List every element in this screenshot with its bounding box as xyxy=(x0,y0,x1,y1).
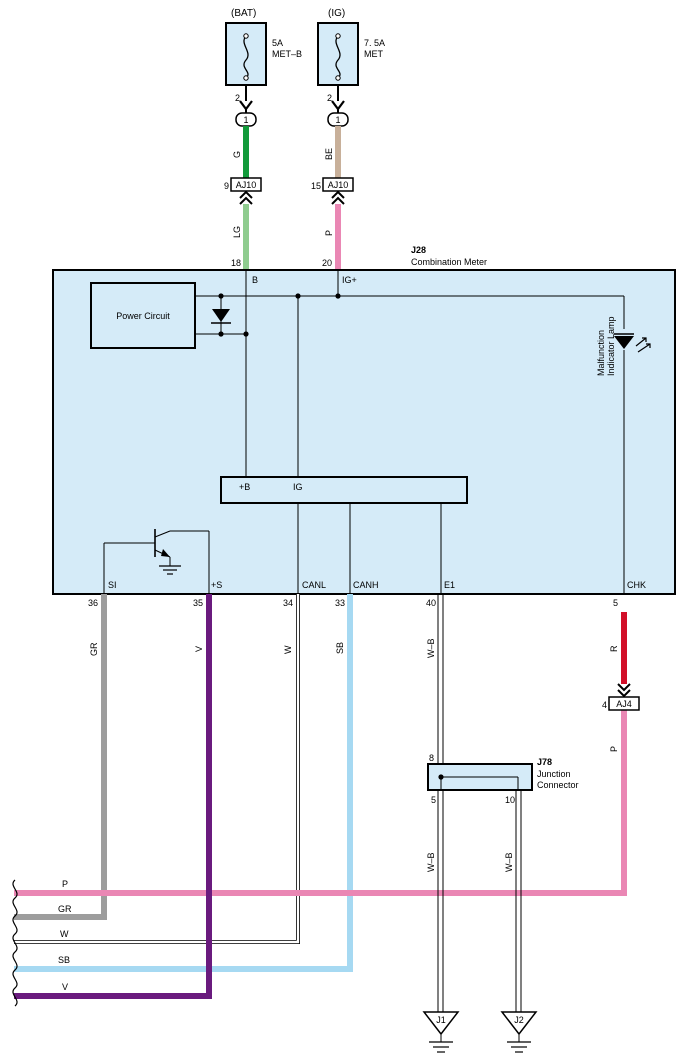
internal-wiring xyxy=(103,271,625,594)
svg-text:15: 15 xyxy=(311,181,321,191)
junction-id: J78 xyxy=(537,757,552,767)
svg-text:9: 9 xyxy=(224,181,229,191)
pin-35: 35 xyxy=(193,598,203,608)
ground-j2-icon: J2 xyxy=(500,1011,538,1053)
meter-ic-block xyxy=(220,476,468,504)
wire-label-r: R xyxy=(609,645,619,652)
wire-label-w: W xyxy=(283,645,293,654)
wire-p-bus xyxy=(14,708,627,896)
meter-name: Combination Meter xyxy=(411,257,487,267)
wire-label-be: BE xyxy=(324,148,334,160)
connector-aj10-right: 15 AJ10 xyxy=(311,177,354,205)
power-circuit-label: Power Circuit xyxy=(116,311,170,321)
pin-5: 5 xyxy=(613,598,618,608)
fuse-source-ig: (IG) xyxy=(328,8,345,19)
transistor-icon xyxy=(154,529,209,575)
lamp-label-2: Indicator Lamp xyxy=(606,316,616,376)
chevron-up-icon xyxy=(239,190,253,205)
term-chk: CHK xyxy=(627,580,646,590)
wire-r xyxy=(621,612,627,684)
pin-33: 33 xyxy=(335,598,345,608)
svg-text:1: 1 xyxy=(243,115,248,125)
wire-label-lg: LG xyxy=(232,226,242,238)
fuse-pin-left: 2 xyxy=(235,93,240,103)
pin-40: 40 xyxy=(426,598,436,608)
wire-w xyxy=(14,594,300,944)
wire-g xyxy=(243,126,249,178)
term-si: SI xyxy=(108,580,117,590)
wire-p-ig xyxy=(335,204,341,270)
wire-e1-wb xyxy=(437,594,444,764)
connector-aj4: 4 AJ4 xyxy=(602,696,640,711)
junction-pin-5: 5 xyxy=(431,795,436,805)
wire-label-p-chk: P xyxy=(609,746,619,752)
fuse-source-bat: (BAT) xyxy=(231,8,256,19)
chevron-up-icon xyxy=(331,190,345,205)
junction-label-1: Junction xyxy=(537,769,571,779)
ic-label-b: +B xyxy=(239,482,250,492)
ground-label-j2: J2 xyxy=(514,1015,524,1025)
wire-label-e1: W–B xyxy=(426,638,436,658)
bus-label-p: P xyxy=(62,879,68,889)
joint-right: 1 xyxy=(327,112,349,127)
wire-label-gr: GR xyxy=(89,642,99,656)
term-b: B xyxy=(252,275,258,285)
pin-18: 18 xyxy=(231,258,241,268)
term-e1: E1 xyxy=(444,580,455,590)
svg-text:AJ4: AJ4 xyxy=(616,699,632,709)
fuse-met: (IG) 7. 5A MET xyxy=(317,8,385,86)
joint-left: 1 xyxy=(235,112,257,127)
arrow-down-icon xyxy=(239,100,253,111)
ground-j1-icon: J1 xyxy=(422,1011,460,1053)
power-circuit-block xyxy=(90,282,196,349)
arrow-down-icon xyxy=(331,100,345,111)
wire-label-sb: SB xyxy=(335,642,345,654)
connector-aj10-left: 9 AJ10 xyxy=(224,177,262,205)
wire-label-j1: W–B xyxy=(426,852,436,872)
bus-label-gr: GR xyxy=(58,904,72,914)
bus-label-w: W xyxy=(60,929,69,939)
fuse-pin-right: 2 xyxy=(327,93,332,103)
wire-v xyxy=(14,594,212,999)
pin-34: 34 xyxy=(283,598,293,608)
fuse-name-right: MET xyxy=(364,49,384,59)
pin-20: 20 xyxy=(322,258,332,268)
ic-label-ig: IG xyxy=(293,482,303,492)
wire-sb xyxy=(14,594,353,972)
fuse-rating-left: 5A xyxy=(272,38,283,48)
wire-label-g: G xyxy=(232,151,242,158)
wire-be xyxy=(335,126,341,178)
term-canh: CANH xyxy=(353,580,379,590)
term-s: +S xyxy=(211,580,222,590)
diode-icon xyxy=(211,309,231,324)
malfunction-lamp-icon xyxy=(614,333,651,353)
wire-gr xyxy=(14,594,107,920)
wire-label-j2: W–B xyxy=(504,852,514,872)
svg-text:AJ10: AJ10 xyxy=(236,180,257,190)
wire-label-p-top: P xyxy=(324,230,334,236)
pin-36: 36 xyxy=(88,598,98,608)
svg-text:1: 1 xyxy=(335,115,340,125)
wire-lg xyxy=(243,204,249,270)
junction-pin-in: 8 xyxy=(429,753,434,763)
meter-id: J28 xyxy=(411,245,426,255)
chevron-down-icon xyxy=(617,683,631,698)
fuse-name-left: MET–B xyxy=(272,49,302,59)
fuse-met-b: (BAT) 5A MET–B xyxy=(225,8,302,86)
bus-label-v: V xyxy=(62,982,68,992)
term-ig-plus: IG+ xyxy=(342,275,357,285)
junction-label-2: Connector xyxy=(537,780,579,790)
svg-text:4: 4 xyxy=(602,700,607,710)
svg-text:AJ10: AJ10 xyxy=(328,180,349,190)
lamp-label-1: Malfunction xyxy=(596,330,606,376)
wire-label-v: V xyxy=(194,646,204,652)
bus-label-sb: SB xyxy=(58,955,70,965)
junction-pin-10: 10 xyxy=(505,795,515,805)
term-canl: CANL xyxy=(302,580,326,590)
fuse-rating-right: 7. 5A xyxy=(364,38,385,48)
wire-break-icon xyxy=(12,879,18,1007)
ground-label-j1: J1 xyxy=(436,1015,446,1025)
